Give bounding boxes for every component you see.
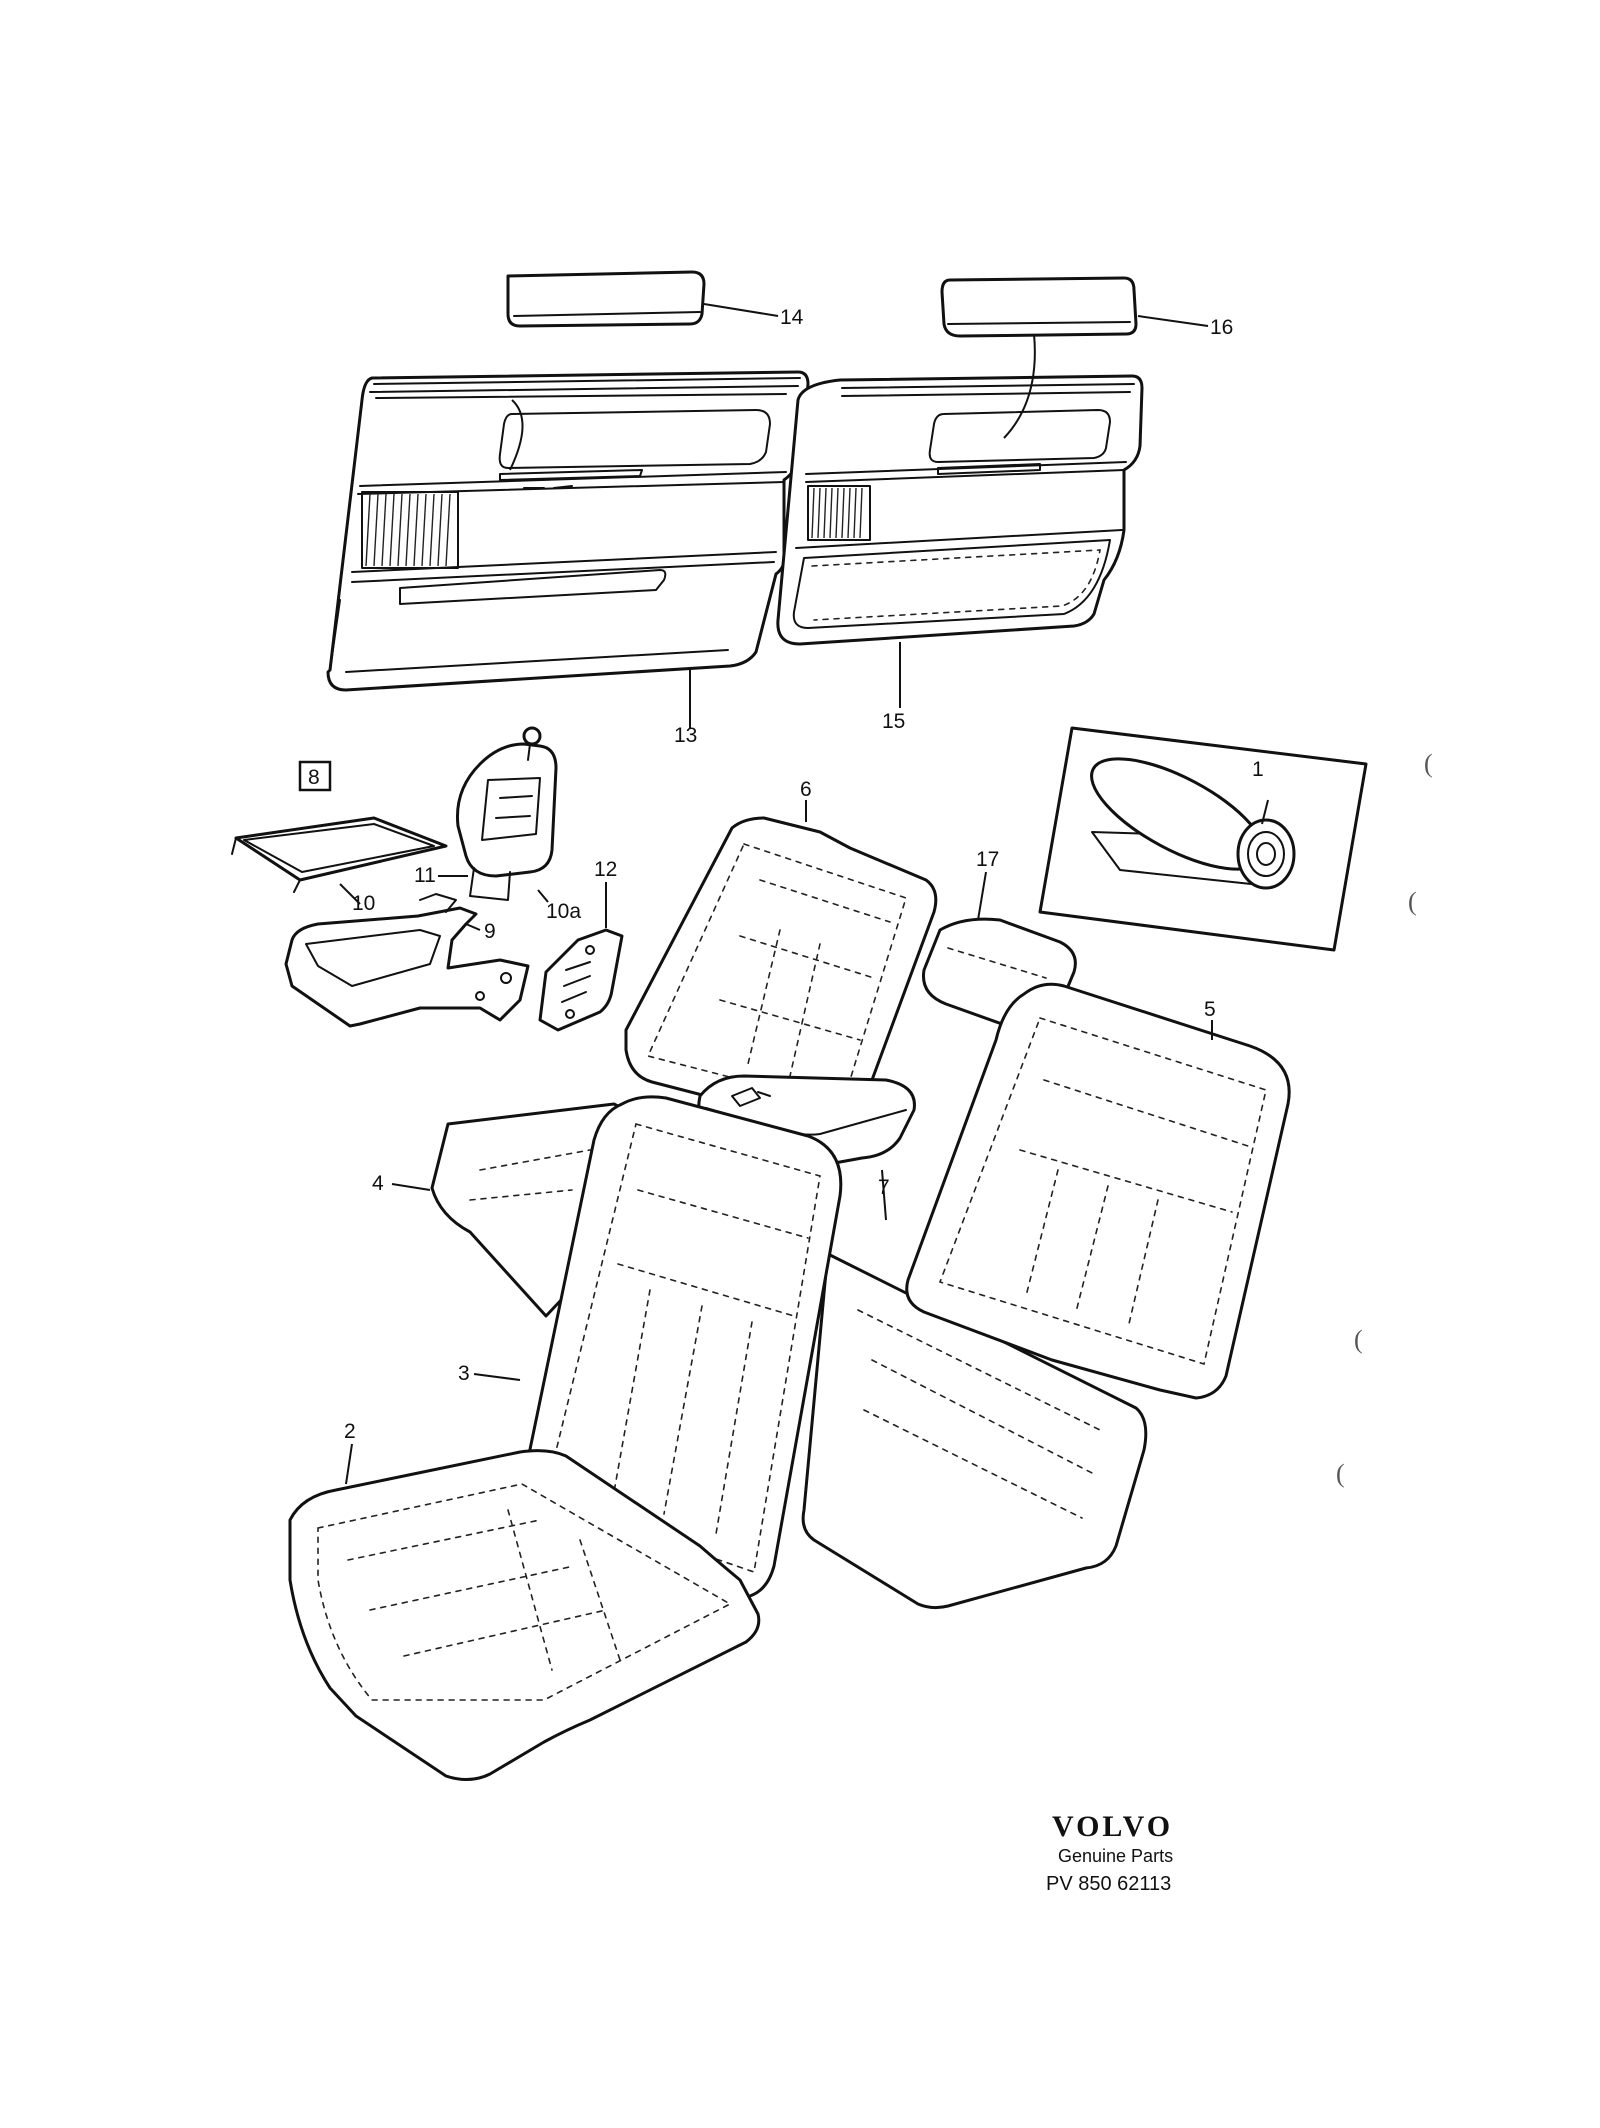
- margin-mark: (: [1354, 1325, 1363, 1354]
- part-12-bracket: [538, 928, 624, 1032]
- callout-8: 8: [308, 766, 320, 789]
- part-14-front-door-strip: [506, 270, 706, 328]
- callout-2: 2: [344, 1420, 356, 1443]
- callout-10: 10: [352, 892, 375, 915]
- callout-6: 6: [800, 778, 812, 801]
- callout-15: 15: [882, 710, 905, 733]
- brand-logo: VOLVO: [1052, 1810, 1173, 1843]
- margin-marks: ( ( ( (: [1336, 749, 1433, 1488]
- callout-5: 5: [1204, 998, 1216, 1021]
- part-11-backrest-frame: [455, 726, 558, 901]
- part-15-rear-door-panel: [776, 374, 1144, 646]
- callout-16: 16: [1210, 316, 1233, 339]
- part-13-front-door-panel: [326, 370, 810, 692]
- brand-subtitle: Genuine Parts: [1058, 1846, 1173, 1866]
- callout-4: 4: [372, 1172, 384, 1195]
- callout-9: 9: [484, 920, 496, 943]
- part-16-rear-door-strip: [940, 276, 1138, 338]
- callout-1: 1: [1252, 758, 1264, 781]
- margin-mark: (: [1336, 1459, 1345, 1488]
- margin-mark: (: [1408, 887, 1417, 916]
- callout-12: 12: [594, 858, 617, 881]
- part-2-front-seat-cushion: [288, 1449, 761, 1781]
- part-number-code: PV 850 62113: [1046, 1873, 1171, 1895]
- callout-13: 13: [674, 724, 697, 747]
- callout-3: 3: [458, 1362, 470, 1385]
- part-9-seat-frame: [284, 893, 530, 1028]
- callout-14: 14: [780, 306, 804, 329]
- callout-7: 7: [878, 1176, 890, 1199]
- part-10-cushion-frame: [231, 816, 448, 893]
- callout-17: 17: [976, 848, 999, 871]
- brand-block: VOLVO Genuine Parts PV 850 62113: [1046, 1810, 1173, 1895]
- margin-mark: (: [1424, 749, 1433, 778]
- part-3-front-backrest: [520, 1095, 843, 1600]
- callout-labels: 14 16 13 15 1 8 6 17 12 11 10a 10 9 5 4 …: [308, 306, 1264, 1443]
- part-1-carpet-roll: [1038, 726, 1368, 952]
- part-8-reference-box: [298, 760, 332, 792]
- callout-10a: 10a: [546, 900, 581, 923]
- part-4-rear-bench-cushion: [430, 1102, 1148, 1610]
- callout-11: 11: [414, 864, 436, 887]
- part-5-rear-backrest-right: [905, 982, 1291, 1400]
